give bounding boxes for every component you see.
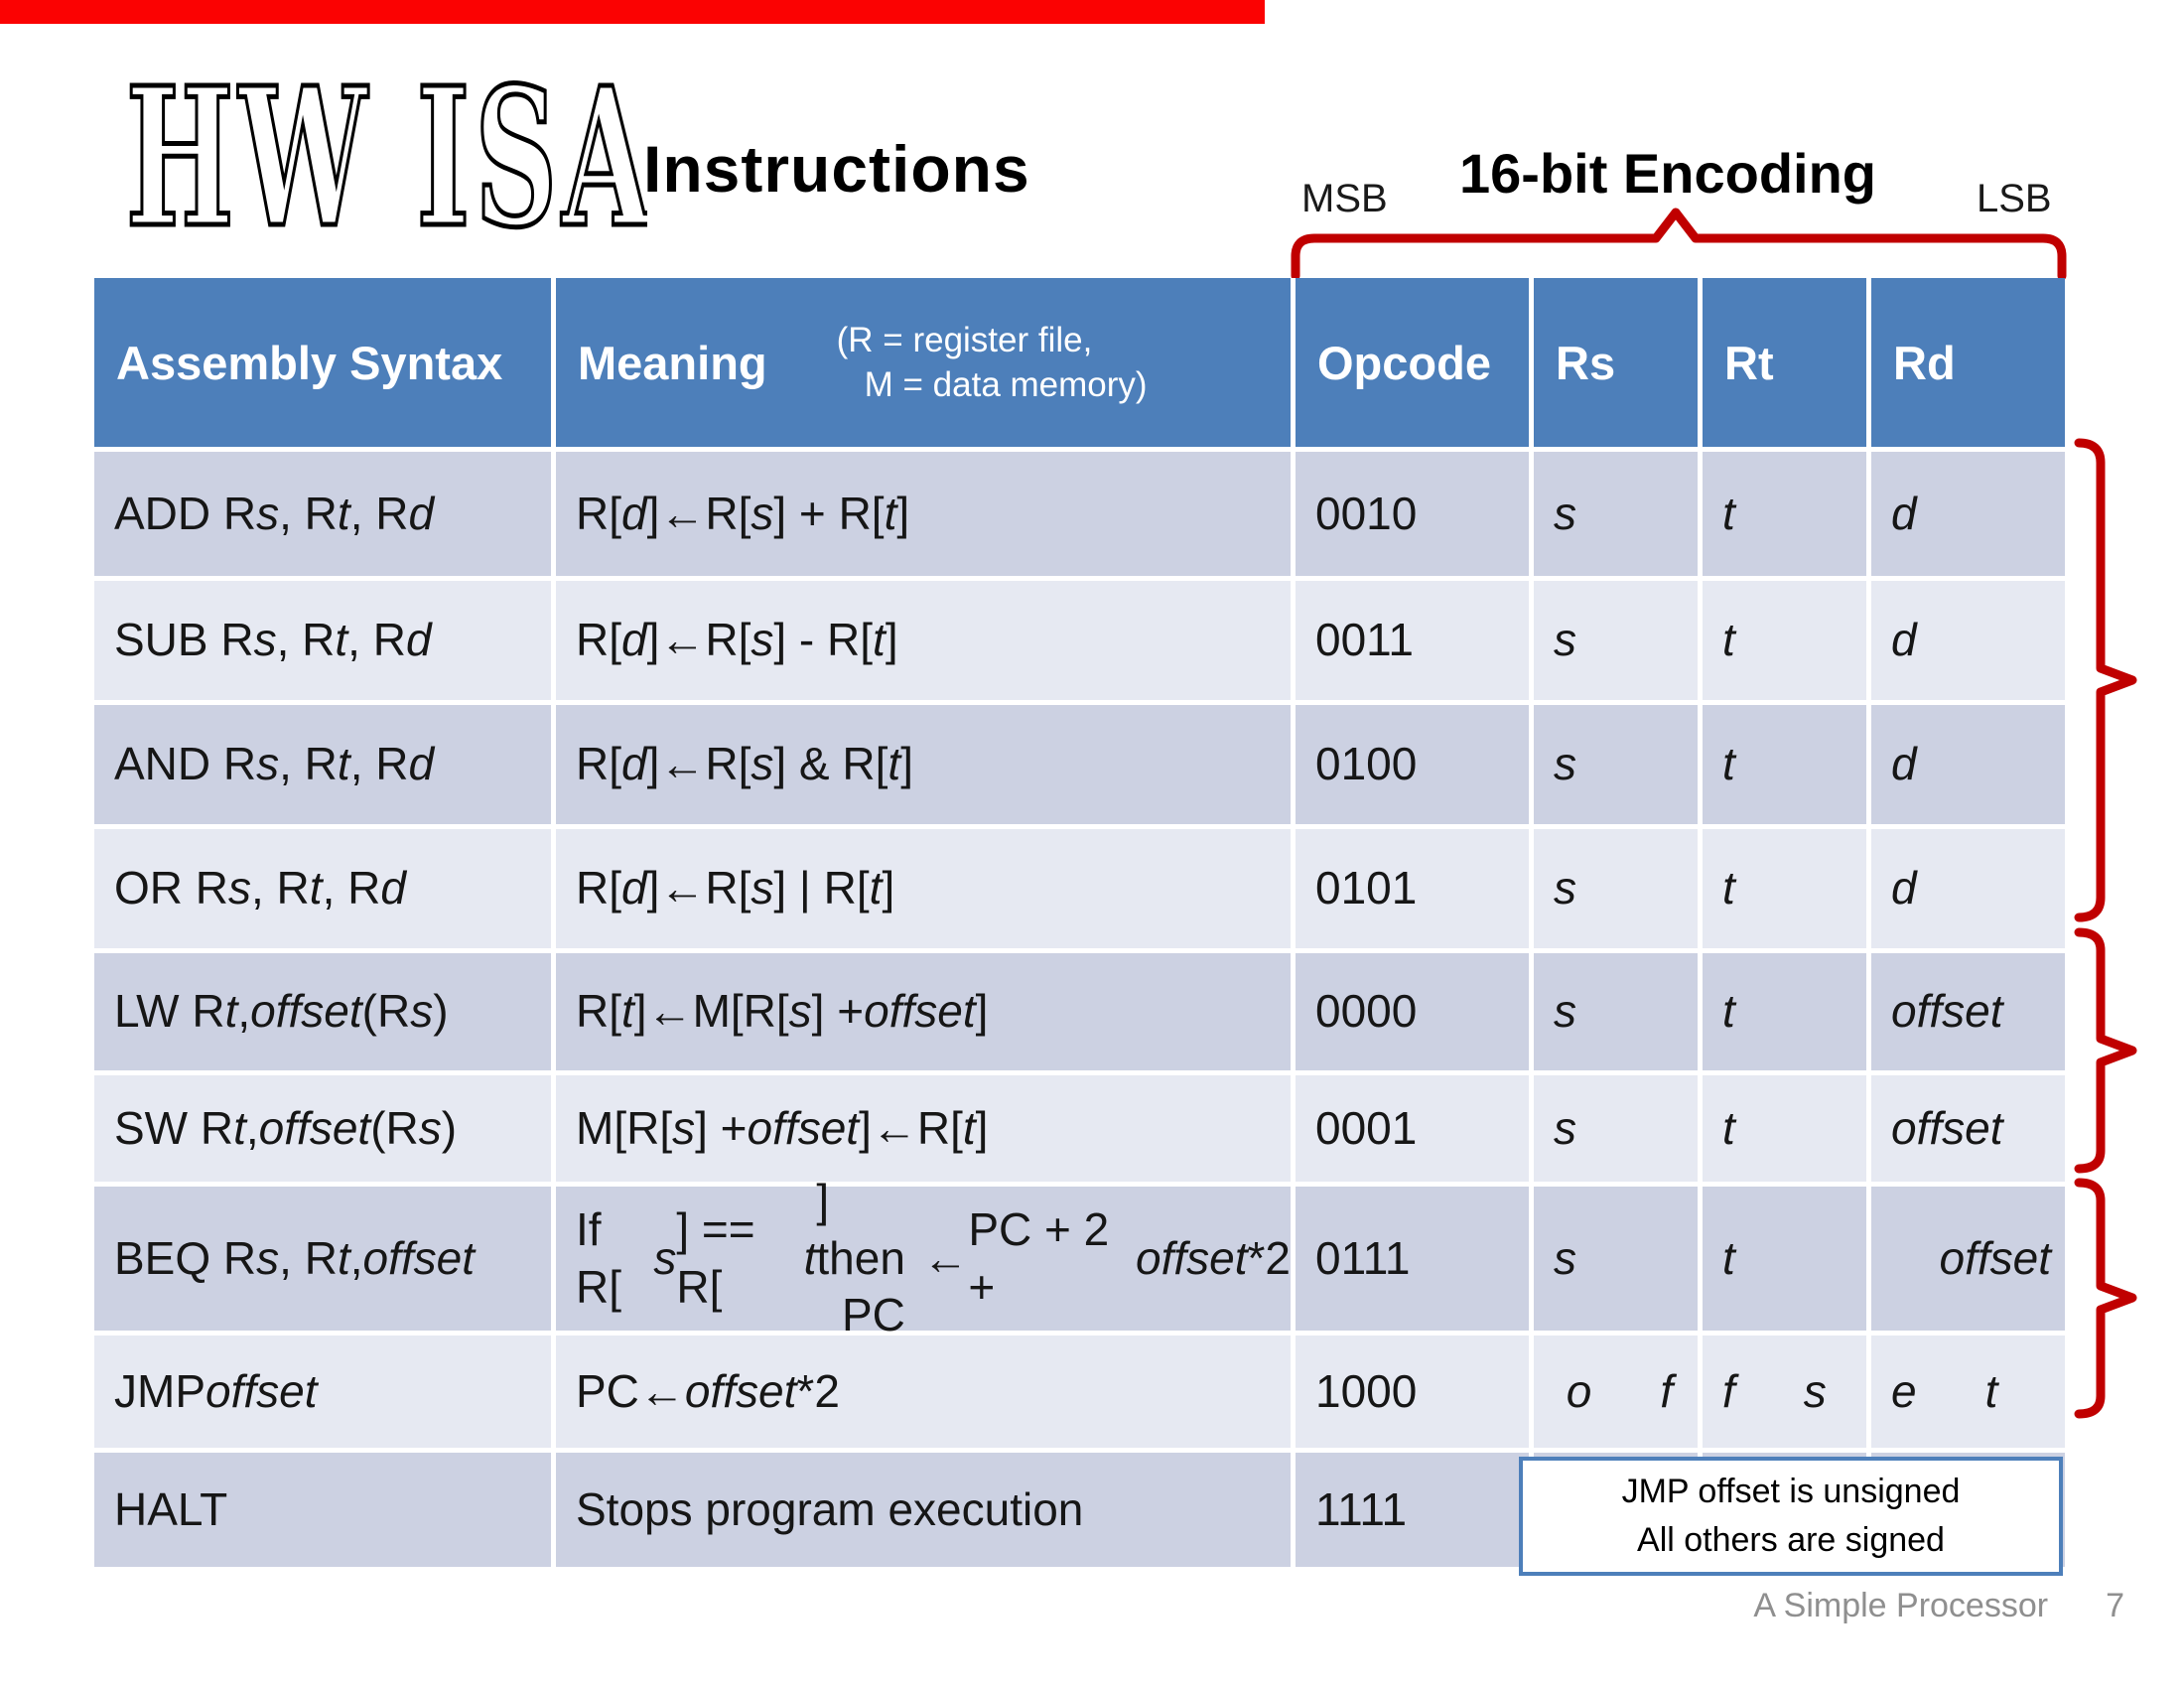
- lw-rs-cell: s: [1534, 953, 1698, 1070]
- lw-rt-cell: t: [1703, 953, 1866, 1070]
- footer-page-number: 7: [2106, 1587, 2124, 1624]
- halt-meaning-cell: Stops program execution: [556, 1453, 1291, 1567]
- header-rs-label: Rs: [1556, 336, 1616, 389]
- jmp-opcode-cell: 1000: [1296, 1336, 1529, 1448]
- msb-label: MSB: [1301, 177, 1388, 220]
- alu-group-brace: [2074, 438, 2137, 922]
- sub-meaning-cell: R[d] ← R[s] - R[t]: [556, 581, 1291, 700]
- header-meaning-note: (R = register file, M = data memory): [837, 318, 1148, 408]
- and-rt-cell: t: [1703, 705, 1866, 824]
- or-opcode-cell: 0101: [1296, 829, 1529, 948]
- add-rs-cell: s: [1534, 452, 1698, 576]
- add-meaning-cell: R[d] ← R[s] + R[t]: [556, 452, 1291, 576]
- add-rt-cell: t: [1703, 452, 1866, 576]
- sw-meaning-cell: M[R[s] + offset] ← R[t]: [556, 1075, 1291, 1182]
- meaning-note-line2: M = data memory): [864, 365, 1148, 404]
- sw-rs-cell: s: [1534, 1075, 1698, 1182]
- add-rd-cell: d: [1871, 452, 2065, 576]
- header-assembly-label: Assembly Syntax: [116, 336, 503, 389]
- halt-asm-cell: HALT: [94, 1453, 551, 1567]
- beq-rd-cell: offset: [1871, 1187, 2065, 1331]
- sub-rt-cell: t: [1703, 581, 1866, 700]
- footer: A Simple Processor 7: [1678, 1587, 2124, 1625]
- page-title: Instructions: [643, 132, 1030, 206]
- and-opcode-cell: 0100: [1296, 705, 1529, 824]
- jmp-rt-cell: f s: [1703, 1336, 1866, 1448]
- sw-opcode-cell: 0001: [1296, 1075, 1529, 1182]
- header-meaning: Meaning (R = register file, M = data mem…: [556, 278, 1291, 447]
- sub-rs-cell: s: [1534, 581, 1698, 700]
- instruction-table: Assembly Syntax Meaning (R = register fi…: [94, 278, 2065, 1567]
- or-rs-cell: s: [1534, 829, 1698, 948]
- header-rt-label: Rt: [1724, 336, 1774, 389]
- encoding-brace: [1291, 208, 2067, 281]
- lw-opcode-cell: 0000: [1296, 953, 1529, 1070]
- lsb-label: LSB: [1977, 177, 2052, 220]
- sw-rd-cell: offset: [1871, 1075, 2065, 1182]
- header-opcode: Opcode: [1296, 278, 1529, 447]
- header-meaning-label: Meaning: [578, 336, 767, 389]
- jmp-note-line2: All others are signed: [1637, 1521, 1945, 1559]
- hw-isa-logo-text: HW ISA: [126, 68, 647, 251]
- footer-title: A Simple Processor: [1753, 1587, 2049, 1624]
- sub-rd-cell: d: [1871, 581, 2065, 700]
- jmp-meaning-cell: PC ← offset*2: [556, 1336, 1291, 1448]
- header-rd-label: Rd: [1893, 336, 1956, 389]
- header-rt: Rt: [1703, 278, 1866, 447]
- encoding-title: 16-bit Encoding: [1459, 142, 1876, 205]
- header-opcode-label: Opcode: [1317, 336, 1491, 389]
- meaning-note-line1: (R = register file,: [836, 320, 1093, 359]
- and-rs-cell: s: [1534, 705, 1698, 824]
- or-rd-cell: d: [1871, 829, 2065, 948]
- lw-rd-cell: offset: [1871, 953, 2065, 1070]
- jmp-rd-cell: e t: [1871, 1336, 2065, 1448]
- jmp-note-line1: JMP offset is unsigned: [1621, 1472, 1961, 1510]
- beq-rs-cell: s: [1534, 1187, 1698, 1331]
- and-rd-cell: d: [1871, 705, 2065, 824]
- header-rd: Rd: [1871, 278, 2065, 447]
- branch-group-brace: [2074, 1178, 2137, 1419]
- halt-opcode-cell: 1111: [1296, 1453, 1529, 1567]
- jmp-asm-cell: JMP offset: [94, 1336, 551, 1448]
- or-rt-cell: t: [1703, 829, 1866, 948]
- sub-opcode-cell: 0011: [1296, 581, 1529, 700]
- beq-meaning-cell: If R[s] == R[t] then PC ← PC + 2 + offse…: [556, 1175, 1291, 1340]
- hw-isa-logo: HW ISA: [124, 68, 647, 251]
- sw-rt-cell: t: [1703, 1075, 1866, 1182]
- jmp-note-box: JMP offset is unsigned All others are si…: [1519, 1457, 2063, 1576]
- and-meaning-cell: R[d] ← R[s] & R[t]: [556, 705, 1291, 824]
- header-rs: Rs: [1534, 278, 1698, 447]
- top-red-bar: [0, 0, 1265, 24]
- memory-group-brace: [2074, 927, 2137, 1174]
- or-meaning-cell: R[d] ← R[s] | R[t]: [556, 829, 1291, 948]
- add-opcode-cell: 0010: [1296, 452, 1529, 576]
- beq-rt-cell: t: [1703, 1187, 1866, 1331]
- lw-meaning-cell: R[t] ← M[R[s] + offset]: [556, 953, 1291, 1070]
- header-assembly-syntax: Assembly Syntax: [94, 278, 551, 447]
- jmp-rs-cell: o f: [1534, 1336, 1698, 1448]
- beq-opcode-cell: 0111: [1296, 1187, 1529, 1331]
